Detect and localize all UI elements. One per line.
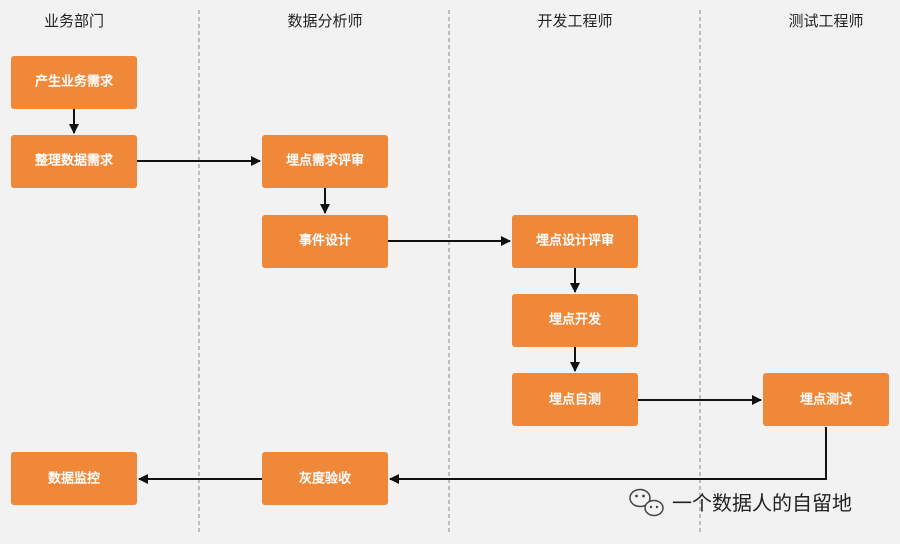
node-n9: 灰度验收 <box>262 452 388 505</box>
lane-title-test: 测试工程师 <box>788 12 863 30</box>
lane-title-dev: 开发工程师 <box>537 12 612 30</box>
node-box <box>512 294 638 347</box>
node-n4: 事件设计 <box>262 215 388 268</box>
node-n7: 埋点自测 <box>512 373 638 426</box>
node-n6: 埋点开发 <box>512 294 638 347</box>
node-label: 埋点开发 <box>549 312 602 328</box>
node-n2: 整理数据需求 <box>11 135 137 188</box>
lane-title-business: 业务部门 <box>44 12 104 30</box>
node-box <box>512 373 638 426</box>
node-box <box>11 56 137 109</box>
node-box <box>11 452 137 505</box>
node-n5: 埋点设计评审 <box>512 215 638 268</box>
node-n3: 埋点需求评审 <box>262 135 388 188</box>
node-box <box>262 135 388 188</box>
wechat-icon <box>629 488 664 517</box>
node-label: 埋点测试 <box>800 392 852 408</box>
node-label: 灰度验收 <box>299 471 352 487</box>
node-label: 埋点自测 <box>549 392 601 408</box>
node-n10: 数据监控 <box>11 452 137 505</box>
node-box <box>262 452 388 505</box>
watermark: 一个数据人的自留地 <box>629 488 852 517</box>
node-n1: 产生业务需求 <box>11 56 137 109</box>
node-box <box>262 215 388 268</box>
watermark-text: 一个数据人的自留地 <box>672 491 852 515</box>
node-label: 埋点设计评审 <box>536 233 614 249</box>
node-label: 数据监控 <box>48 471 100 487</box>
lane-title-analyst: 数据分析师 <box>287 12 362 30</box>
edge-layer <box>69 109 827 484</box>
edge-n8-n9 <box>389 427 827 484</box>
node-label: 事件设计 <box>299 233 351 249</box>
node-label: 埋点需求评审 <box>286 153 364 169</box>
node-n8: 埋点测试 <box>763 373 889 426</box>
node-box <box>763 373 889 426</box>
node-label: 产生业务需求 <box>35 74 114 90</box>
node-box <box>11 135 137 188</box>
node-box <box>512 215 638 268</box>
node-label: 整理数据需求 <box>34 153 114 169</box>
